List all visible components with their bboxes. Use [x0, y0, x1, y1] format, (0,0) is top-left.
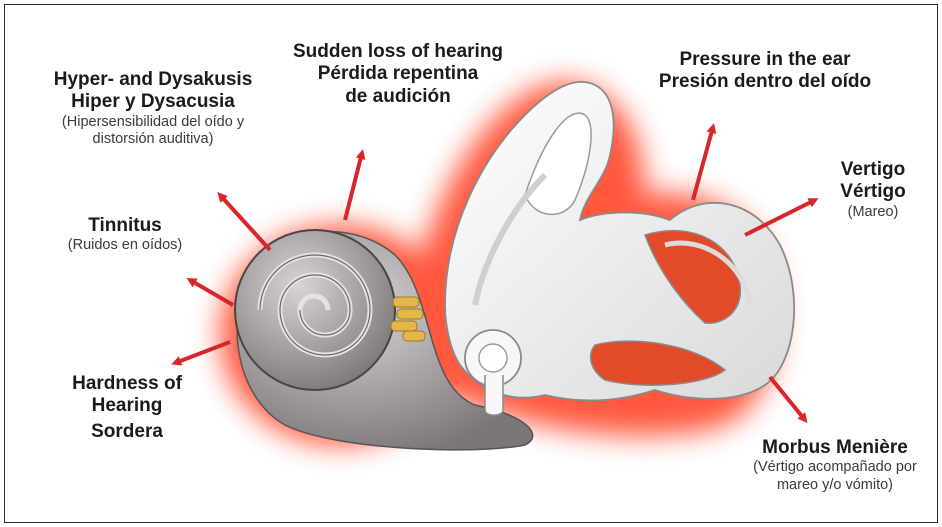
arrow-tinnitus — [190, 280, 233, 305]
hardness-title-en-1: Hardness of — [57, 373, 197, 395]
hardness-title-es: Sordera — [57, 421, 197, 443]
meniere-title: Morbus Menière — [735, 437, 935, 459]
label-tinnitus: Tinnitus (Ruidos en oídos) — [45, 215, 205, 255]
tinnitus-desc: (Ruidos en oídos) — [45, 237, 205, 254]
sudden-loss-title-es-2: de audición — [273, 86, 523, 108]
pressure-title-en: Pressure in the ear — [640, 49, 890, 71]
meniere-desc-1: (Vértigo acompañado por — [735, 459, 935, 476]
diagram-frame: Hyper- and Dysakusis Hiper y Dysacusia (… — [4, 4, 938, 523]
label-pressure: Pressure in the ear Presión dentro del o… — [640, 49, 890, 94]
label-hardness: Hardness of Hearing Sordera — [57, 373, 197, 443]
pressure-title-es: Presión dentro del oído — [640, 71, 890, 93]
label-meniere: Morbus Menière (Vértigo acompañado por m… — [735, 437, 935, 494]
arrow-pressure — [693, 127, 713, 200]
hardness-title-en-2: Hearing — [57, 395, 197, 417]
arrow-hyperacusis — [220, 195, 270, 250]
vertigo-title-en: Vertigo — [823, 159, 923, 181]
meniere-desc-2: mareo y/o vómito) — [735, 477, 935, 494]
arrow-meniere — [770, 377, 805, 420]
arrow-sudden-loss — [345, 153, 362, 220]
vertigo-desc: (Mareo) — [823, 204, 923, 221]
hyperacusis-desc-1: (Hipersensibilidad del oído y — [33, 114, 273, 131]
hyperacusis-title-en: Hyper- and Dysakusis — [33, 69, 273, 91]
label-vertigo: Vertigo Vértigo (Mareo) — [823, 159, 923, 221]
hyperacusis-title-es: Hiper y Dysacusia — [33, 91, 273, 113]
label-hyperacusis: Hyper- and Dysakusis Hiper y Dysacusia (… — [33, 69, 273, 148]
tinnitus-title-en: Tinnitus — [45, 215, 205, 237]
sudden-loss-title-en: Sudden loss of hearing — [273, 41, 523, 63]
label-sudden-loss: Sudden loss of hearing Pérdida repentina… — [273, 41, 523, 108]
sudden-loss-title-es-1: Pérdida repentina — [273, 63, 523, 85]
hyperacusis-desc-2: distorsión auditiva) — [33, 131, 273, 148]
vertigo-title-es: Vértigo — [823, 181, 923, 203]
